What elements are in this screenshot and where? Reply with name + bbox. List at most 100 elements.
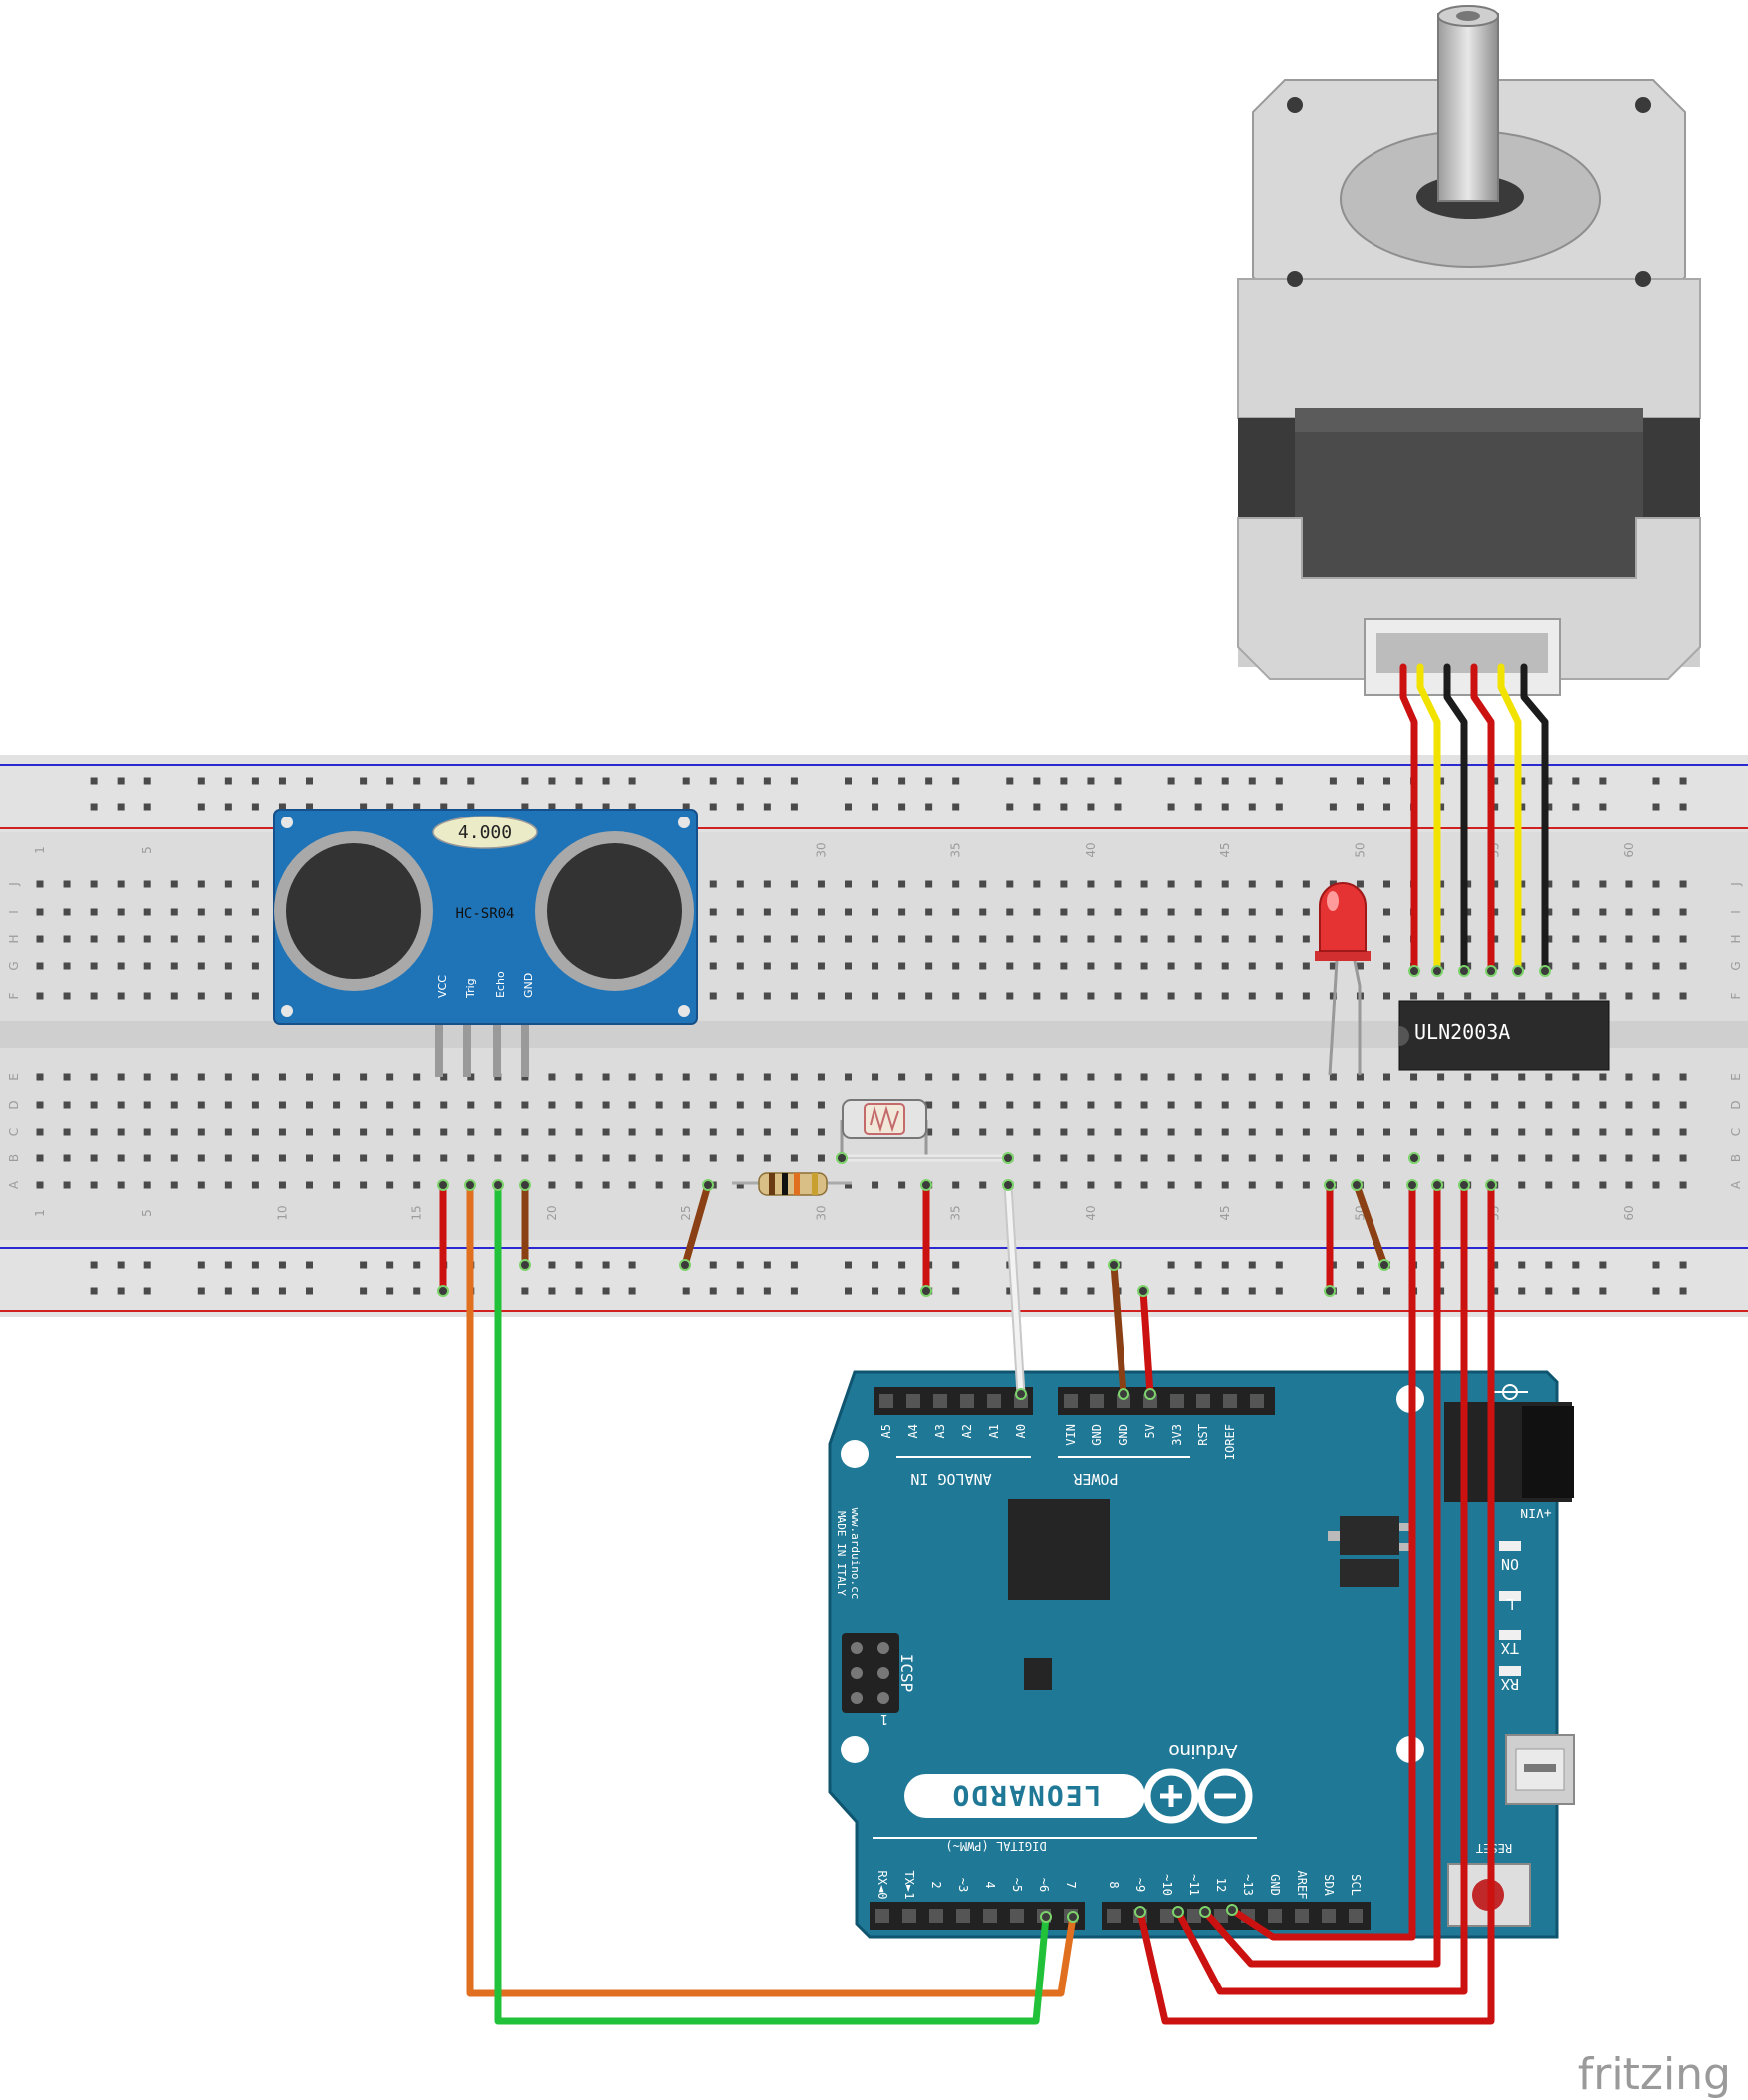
row-label: J — [1729, 882, 1743, 887]
photoresistor — [840, 1099, 928, 1155]
analog-pin[interactable] — [906, 1394, 920, 1408]
power-pin[interactable] — [1250, 1394, 1264, 1408]
resistor — [732, 1172, 852, 1196]
row-label: H — [7, 934, 21, 943]
digital-pin-label: 8 — [1107, 1881, 1121, 1888]
digital-pin-label: AREF — [1295, 1871, 1309, 1900]
wire-end — [1431, 965, 1443, 977]
row-label: F — [7, 992, 21, 999]
analog-pin[interactable] — [960, 1394, 974, 1408]
wire-end — [1485, 965, 1497, 977]
digital-pin[interactable] — [875, 1909, 889, 1923]
row-label: B — [7, 1154, 21, 1162]
digital-pin-label: ~9 — [1133, 1878, 1147, 1892]
wire-end — [1137, 1285, 1149, 1297]
digital-pin[interactable] — [1160, 1909, 1174, 1923]
row-label: D — [7, 1100, 21, 1109]
column-number: 15 — [410, 1205, 424, 1220]
row-label: C — [7, 1128, 21, 1136]
wire-end — [492, 1179, 504, 1191]
sensor-model-label: HC-SR04 — [455, 906, 514, 922]
led-rx-label: RX — [1501, 1675, 1519, 1693]
power-pin[interactable] — [1223, 1394, 1237, 1408]
digital-pin-label: 12 — [1214, 1878, 1228, 1892]
analog-in-label: ANALOG IN — [910, 1470, 991, 1488]
sensor-pin-gnd: GND — [522, 973, 535, 998]
row-label: A — [1729, 1180, 1743, 1189]
digital-pin-label: ~3 — [956, 1878, 970, 1892]
digital-pin[interactable] — [956, 1909, 970, 1923]
wire-end — [1134, 1906, 1146, 1918]
red-led — [1315, 882, 1371, 1076]
power-pin-label: VIN — [1064, 1424, 1078, 1446]
analog-pin[interactable] — [879, 1394, 893, 1408]
power-pin-label: 3V3 — [1170, 1424, 1184, 1446]
status-leds: ON L TX RX — [1499, 1541, 1521, 1693]
wire-end — [1067, 1911, 1079, 1923]
leonardo-label: LEONARDO — [951, 1779, 1102, 1812]
column-number: 45 — [1218, 1205, 1232, 1220]
column-number: 40 — [1084, 842, 1098, 857]
wire-end — [1002, 1152, 1014, 1164]
digital-pin-label: RX◄0 — [875, 1871, 889, 1900]
column-number: 35 — [949, 1205, 963, 1220]
digital-pin[interactable] — [1349, 1909, 1363, 1923]
wire-end — [1431, 1179, 1443, 1191]
digital-pin[interactable] — [902, 1909, 916, 1923]
row-label: J — [7, 882, 21, 887]
digital-pin[interactable] — [929, 1909, 943, 1923]
column-number: 40 — [1084, 1205, 1098, 1220]
icsp-header — [842, 1633, 899, 1713]
column-number: 45 — [1218, 842, 1232, 857]
column-number: 5 — [140, 1209, 154, 1217]
wire-end — [1015, 1388, 1027, 1400]
wire-end — [1539, 965, 1551, 977]
digital-pin[interactable] — [1214, 1909, 1228, 1923]
wire-end — [920, 1285, 932, 1297]
digital-pin-label: ~11 — [1187, 1874, 1201, 1896]
digital-pin[interactable] — [1268, 1909, 1282, 1923]
wire-end — [437, 1179, 449, 1191]
column-number: 1 — [33, 846, 47, 854]
power-pin-label: GND — [1117, 1424, 1130, 1446]
wire-end — [437, 1285, 449, 1297]
digital-pin[interactable] — [1107, 1909, 1121, 1923]
power-pin[interactable] — [1064, 1394, 1078, 1408]
wire-end — [1118, 1388, 1129, 1400]
wire-end — [1199, 1906, 1211, 1918]
row-label: A — [7, 1180, 21, 1189]
row-label: F — [1729, 992, 1743, 999]
vin-label: +VIN — [1520, 1505, 1551, 1519]
digital-pin-label: 7 — [1064, 1881, 1078, 1888]
led-on-label: ON — [1501, 1555, 1519, 1573]
arduino-brand-label: Arduino — [1169, 1740, 1238, 1761]
digital-pin[interactable] — [1010, 1909, 1024, 1923]
icsp-pin1-label: 1 — [880, 1711, 888, 1726]
digital-pin[interactable] — [983, 1909, 997, 1923]
row-label: D — [1729, 1100, 1743, 1109]
power-pin[interactable] — [1090, 1394, 1104, 1408]
wire-end — [1406, 1179, 1418, 1191]
wire-end — [1108, 1259, 1120, 1271]
digital-pin[interactable] — [1322, 1909, 1336, 1923]
crystal-label: 4.000 — [458, 822, 512, 843]
row-label: G — [7, 961, 21, 970]
icsp-label: ICSP — [897, 1654, 916, 1693]
row-label: H — [1729, 934, 1743, 943]
sensor-pin-vcc: VCC — [436, 975, 449, 998]
hc-sr04-sensor: 4.000 HC-SR04 VCC Trig Echo GND — [273, 809, 698, 1077]
led-l-label: L — [1505, 1595, 1514, 1613]
column-number: 30 — [814, 842, 828, 857]
digital-pin[interactable] — [1295, 1909, 1309, 1923]
power-pin[interactable] — [1170, 1394, 1184, 1408]
digital-pin-label: TX►1 — [902, 1871, 916, 1900]
wire-end — [1144, 1388, 1156, 1400]
wire-end — [1408, 1152, 1420, 1164]
digital-pin[interactable] — [1187, 1909, 1201, 1923]
wire-end — [464, 1179, 476, 1191]
power-pin[interactable] — [1196, 1394, 1210, 1408]
column-number: 35 — [949, 842, 963, 857]
analog-pin[interactable] — [933, 1394, 947, 1408]
analog-pin[interactable] — [987, 1394, 1001, 1408]
